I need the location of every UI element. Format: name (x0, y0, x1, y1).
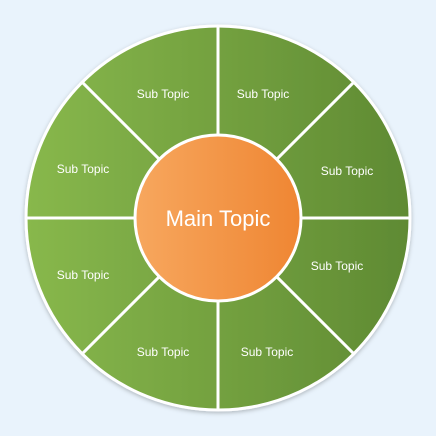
segment-divider (276, 276, 355, 355)
segment-divider (276, 81, 355, 160)
segment-divider (81, 276, 160, 355)
segment-label[interactable]: Sub Topic (241, 345, 293, 359)
segment-label[interactable]: Sub Topic (237, 87, 289, 101)
segment-labels: Sub Topic Sub Topic Sub Topic Sub Topic … (57, 87, 373, 359)
main-topic-label[interactable]: Main Topic (166, 206, 271, 231)
segment-dividers (27, 27, 409, 409)
main-topic-circle[interactable] (133, 133, 303, 303)
segment-label[interactable]: Sub Topic (137, 87, 189, 101)
segment-label[interactable]: Sub Topic (137, 345, 189, 359)
segment-label[interactable]: Sub Topic (311, 259, 363, 273)
segment-label[interactable]: Sub Topic (57, 162, 109, 176)
segment-label[interactable]: Sub Topic (321, 164, 373, 178)
segment-label[interactable]: Sub Topic (57, 268, 109, 282)
segment-divider (81, 81, 160, 160)
